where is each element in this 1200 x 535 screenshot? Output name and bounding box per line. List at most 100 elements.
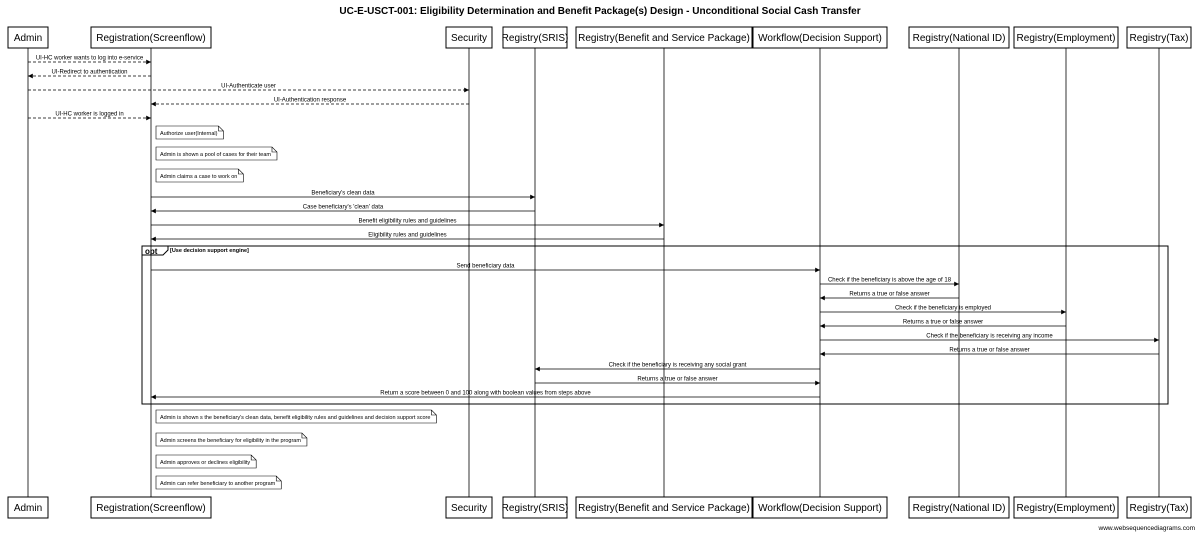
message-label: Returns a true or false answer (949, 348, 1029, 354)
participant-bottom-security: Security (445, 496, 493, 519)
note-text: Admin is shown s the beneficiary's clean… (160, 415, 430, 421)
frame-tab (142, 246, 169, 256)
participant-box (7, 26, 49, 49)
participant-box (908, 496, 1010, 519)
participant-bottom-admin: Admin (7, 496, 49, 519)
message-label: Check if the beneficiary is receiving an… (609, 363, 747, 369)
participants-bottom: Admin Registration(Screenflow) Security Reg… (7, 496, 1192, 519)
note: Admin approves or declines eligibility (155, 454, 257, 469)
message: UI-Authentication response (151, 98, 469, 107)
message: Check if the beneficiary is above the ag… (820, 278, 959, 287)
message-label: UI-Authenticate user (221, 84, 276, 90)
participant-bottom-registry-national-id: Registry(National ID) (908, 496, 1010, 519)
message-label: Beneficiary's clean data (311, 191, 375, 197)
events: UI-HC worker wants to log into e-service… (27, 56, 1159, 490)
participant-top-registry-sris: Registry(SRIS) (502, 26, 569, 49)
message-label: Eligibility rules and guidelines (368, 233, 446, 239)
note: Admin is shown a pool of cases for their… (155, 146, 278, 161)
footer-watermark: www.websequencediagrams.com (1098, 525, 1195, 532)
note-box (155, 168, 244, 183)
participant-box (908, 26, 1010, 49)
message: Beneficiary's clean data (151, 191, 535, 200)
note-box (155, 475, 282, 490)
participant-top-registry-employment: Registry(Employment) (1013, 26, 1119, 49)
participant-bottom-workflow-decision-support: Workflow(Decision Support) (752, 496, 888, 519)
message: Case beneficiary's 'clean' data (151, 205, 535, 214)
participant-label: Registry(Benefit and Service Package) (578, 33, 750, 44)
message-label: Returns a true or false answer (903, 320, 983, 326)
participant-label: Workflow(Decision Support) (758, 503, 882, 514)
participant-label: Registry(SRIS) (502, 503, 569, 514)
participant-box (445, 26, 493, 49)
note-box (155, 146, 278, 161)
frames: opt [Use decision support engine] (141, 245, 1169, 405)
message-label: Return a score between 0 and 100 along w… (380, 391, 591, 397)
participant-top-registry-tax: Registry(Tax) (1126, 26, 1192, 49)
message: Returns a true or false answer (820, 348, 1159, 357)
participant-label: Registry(National ID) (913, 503, 1006, 514)
participant-label: Workflow(Decision Support) (758, 33, 882, 44)
message-label: Check if the beneficiary is employed (895, 306, 991, 312)
participant-label: Admin (14, 33, 42, 44)
note: Admin screens the beneficiary for eligib… (155, 432, 308, 447)
message: Returns a true or false answer (820, 292, 959, 301)
participant-box (1013, 26, 1119, 49)
message-label: Returns a true or false answer (849, 292, 929, 298)
participant-top-admin: Admin (7, 26, 49, 49)
note-text: Admin claims a case to work on (160, 174, 237, 180)
participant-bottom-registry-sris: Registry(SRIS) (502, 496, 569, 519)
frame-box (141, 245, 1169, 405)
participant-label: Registry(Tax) (1130, 33, 1189, 44)
participant-bottom-registration-screenflow: Registration(Screenflow) (90, 496, 212, 519)
message-label: Returns a true or false answer (637, 377, 717, 383)
note-text: Authorize user(Internal) (160, 131, 218, 137)
message-label: Check if the beneficiary is receiving an… (926, 334, 1053, 340)
participant-label: Registry(SRIS) (502, 33, 569, 44)
message: Check if the beneficiary is receiving an… (535, 363, 820, 372)
message: UI-HC worker is logged in (28, 112, 151, 121)
participant-label: Admin (14, 503, 42, 514)
participant-box (502, 26, 568, 49)
participant-bottom-registry-employment: Registry(Employment) (1013, 496, 1119, 519)
message-label: UI-Redirect to authentication (51, 70, 127, 76)
note-text: Admin screens the beneficiary for eligib… (160, 438, 301, 444)
message: UI-Redirect to authentication (27, 70, 151, 79)
note-box (155, 125, 224, 140)
note-box (155, 432, 308, 447)
participant-top-registry-benefit-and-service-package: Registry(Benefit and Service Package) (575, 26, 753, 49)
participant-box (7, 496, 49, 519)
message-label: UI-HC worker is logged in (55, 112, 123, 118)
diagram-title: UC-E-USCT-001: Eligibility Determination… (339, 6, 860, 17)
participant-box (1126, 496, 1192, 519)
opt-frame: opt [Use decision support engine] (141, 245, 1169, 405)
note-text: Admin approves or declines eligibility (160, 460, 250, 466)
message: Returns a true or false answer (535, 377, 820, 386)
frame-label: opt (145, 247, 158, 256)
message-label: UI-HC worker wants to log into e-service (36, 56, 144, 62)
note: Admin claims a case to work on (155, 168, 244, 183)
participant-box (575, 26, 753, 49)
message-label: Case beneficiary's 'clean' data (303, 205, 384, 211)
participant-label: Security (451, 33, 487, 44)
note: Admin can refer beneficiary to another p… (155, 475, 282, 490)
participant-label: Registry(National ID) (913, 33, 1006, 44)
message: Check if the beneficiary is receiving an… (820, 334, 1159, 343)
participant-label: Registry(Tax) (1130, 503, 1189, 514)
message: Eligibility rules and guidelines (151, 233, 664, 242)
lifelines (27, 48, 1160, 497)
participant-bottom-registry-tax: Registry(Tax) (1126, 496, 1192, 519)
frame-condition: [Use decision support engine] (170, 248, 249, 254)
message: Benefit eligibility rules and guidelines (151, 219, 664, 228)
participant-label: Registry(Employment) (1017, 33, 1116, 44)
message-label: Check if the beneficiary is above the ag… (828, 278, 952, 284)
note-box (155, 454, 257, 469)
participant-bottom-registry-benefit-and-service-package: Registry(Benefit and Service Package) (575, 496, 753, 519)
participant-top-security: Security (445, 26, 493, 49)
note: Admin is shown s the beneficiary's clean… (155, 409, 437, 424)
participant-box (575, 496, 753, 519)
message: Send beneficiary data (151, 264, 820, 273)
message: Returns a true or false answer (820, 320, 1066, 329)
participant-top-workflow-decision-support: Workflow(Decision Support) (752, 26, 888, 49)
